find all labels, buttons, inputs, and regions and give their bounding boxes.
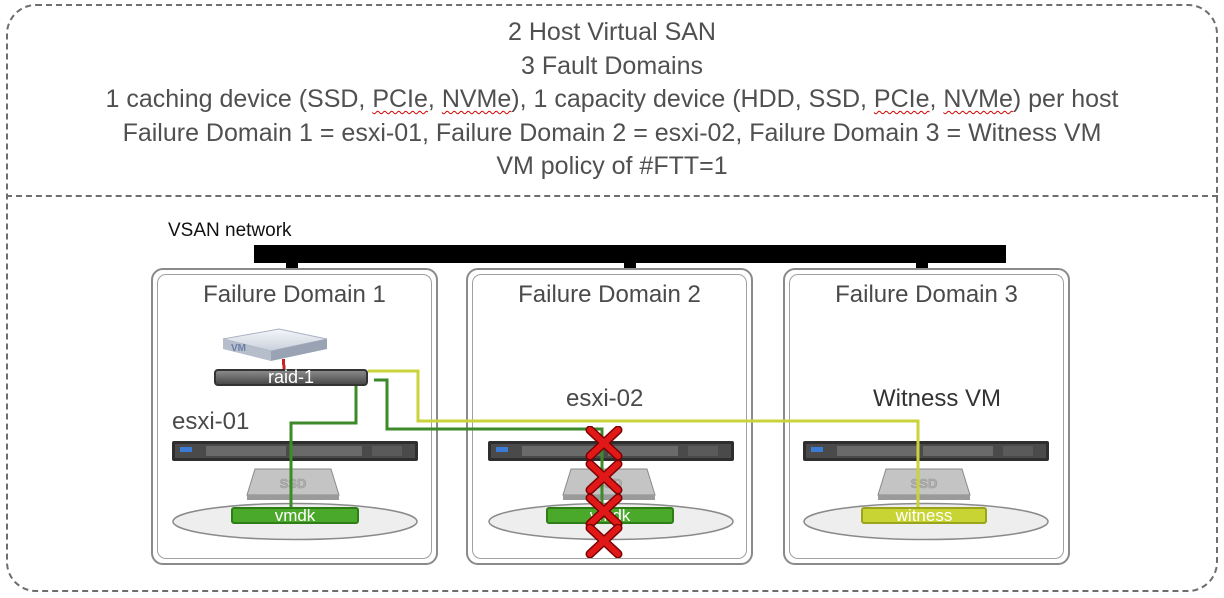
ssd-icon: SSD [877,468,971,500]
failure-x-icon [585,460,623,494]
network-connector [916,262,928,270]
server-icon [803,441,1049,461]
vmdk-component-esxi-01: vmdk [231,507,359,524]
server-icon [172,441,418,461]
network-connector [286,262,298,270]
header-line-2: 3 Fault Domains [520,51,704,80]
header-line-4: Failure Domain 1 = esxi-01, Failure Doma… [122,118,1102,147]
description-header: 2 Host Virtual SAN 3 Fault Domains 1 cac… [0,16,1224,184]
vsan-network-bar [254,245,1006,263]
raid-1-object: raid-1 [214,368,368,386]
section-divider [6,195,1218,197]
ssd-icon: SSD [246,468,340,500]
host-label-esxi-02: esxi-02 [566,385,644,412]
svg-text:SSD: SSD [911,476,938,491]
host-label-esxi-01: esxi-01 [172,408,250,435]
domain-title: Failure Domain 3 [835,281,1018,308]
network-label: VSAN network [168,220,292,241]
witness-component: witness [861,507,987,524]
failure-x-icon [585,426,623,460]
failure-x-icon [585,524,623,558]
vm-icon: VM [222,328,328,365]
domain-title: Failure Domain 1 [203,281,386,308]
header-line-1: 2 Host Virtual SAN [508,18,716,46]
svg-text:VM: VM [231,343,246,354]
header-line-3: 1 caching device (SSD, PCIe, NVMe), 1 ca… [105,85,1119,113]
host-label-witness-vm: Witness VM [873,385,1002,412]
svg-text:SSD: SSD [280,476,307,491]
failure-x-icon [585,494,623,528]
header-line-5: VM policy of #FTT=1 [496,152,728,180]
network-connector [624,262,636,270]
outer-frame [6,4,1218,592]
domain-title: Failure Domain 2 [518,281,701,308]
